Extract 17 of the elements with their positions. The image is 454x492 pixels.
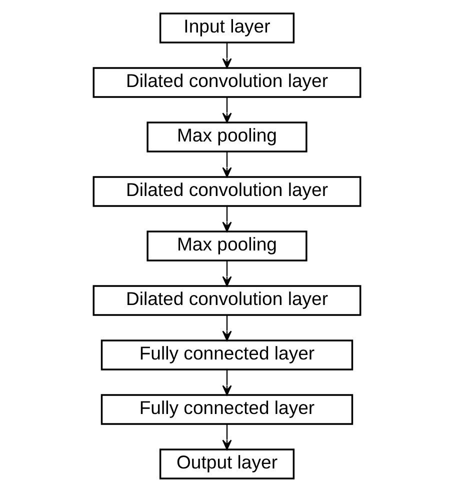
node-box: Fully connected layer [100, 340, 354, 370]
arrow [222, 152, 232, 178]
node-box: Dilated convolution layer [92, 176, 362, 207]
node-box: Max pooling [146, 230, 308, 262]
node-box: Dilated convolution layer [92, 67, 362, 98]
node-box: Input layer [159, 12, 295, 44]
node-box: Output layer [159, 448, 295, 480]
arrow [222, 315, 232, 341]
node-box: Dilated convolution layer [92, 285, 362, 316]
arrow [222, 42, 232, 68]
arrow [222, 370, 232, 396]
node-box: Fully connected layer [100, 394, 354, 425]
arrow [222, 206, 232, 232]
arrow [222, 97, 232, 123]
arrow [222, 260, 232, 286]
arrow [222, 424, 232, 450]
node-box: Max pooling [146, 122, 308, 152]
